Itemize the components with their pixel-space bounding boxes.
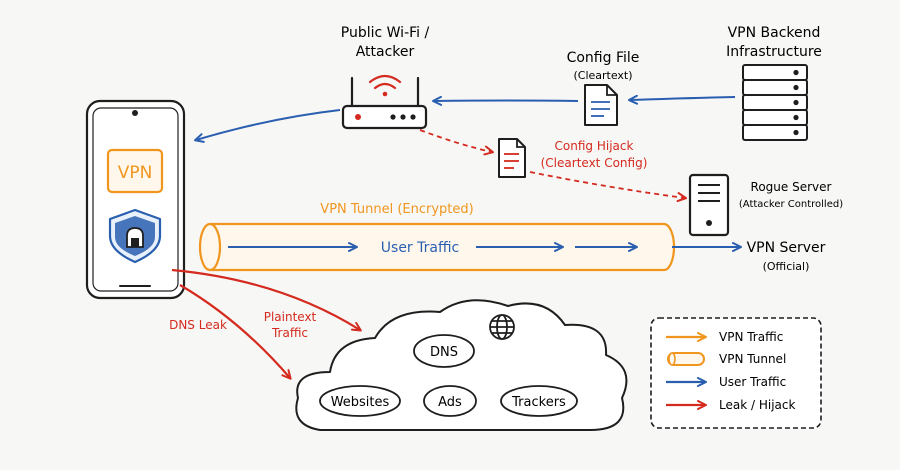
legend-item-leak-hijack: Leak / Hijack: [666, 398, 795, 412]
cloud-trackers-label: Trackers: [511, 395, 566, 410]
legend-item-user-traffic: User Traffic: [666, 375, 786, 389]
backend-label-line1: VPN Backend: [728, 25, 821, 41]
hijack-label-line1: Config Hijack: [555, 139, 634, 153]
globe-icon: [489, 314, 515, 340]
server-tower-icon: [688, 173, 730, 237]
legend-label-1: VPN Tunnel: [719, 352, 786, 366]
legend-label-2: User Traffic: [719, 375, 786, 389]
user-traffic-label: User Traffic: [381, 240, 459, 256]
vpn-badge-label: VPN: [118, 163, 153, 183]
arrow-config-to-router: [432, 95, 579, 106]
arrow-router-to-phone: [194, 109, 341, 143]
config-file-sublabel: (Cleartext): [573, 69, 632, 82]
rogue-server-sublabel: (Attacker Controlled): [739, 199, 843, 210]
vpn-server-label: VPN Server: [747, 240, 826, 256]
rogue-server-label: Rogue Server: [751, 180, 832, 194]
wifi-label-line1: Public Wi-Fi /: [341, 25, 430, 41]
config-document-icon: [584, 84, 618, 126]
cloud-websites-label: Websites: [331, 395, 390, 410]
tunnel-label: VPN Tunnel (Encrypted): [320, 202, 473, 217]
dns-leak-label: DNS Leak: [169, 318, 227, 332]
phone: VPN: [85, 99, 186, 300]
arrow-router-to-hijack: [419, 129, 494, 156]
server-rack-icon: [742, 64, 808, 141]
config-file-label: Config File: [567, 50, 640, 66]
hijack-label-line2: (Cleartext Config): [541, 156, 648, 170]
legend-label-3: Leak / Hijack: [719, 398, 795, 412]
arrow-hijack-to-rogue: [529, 171, 687, 203]
cloud-dns-label: DNS: [430, 345, 458, 360]
legend-item-vpn-traffic: VPN Traffic: [666, 330, 783, 344]
arrow-dns-leak: [179, 284, 292, 380]
phone-camera: [132, 110, 138, 116]
plaintext-label-line2: Traffic: [271, 326, 308, 340]
cloud-node-ads: Ads: [423, 385, 477, 417]
arrow-plaintext-leak: [171, 268, 362, 332]
router-icon: [341, 74, 428, 130]
cloud-node-trackers: Trackers: [500, 385, 578, 417]
plaintext-label-line1: Plaintext: [264, 310, 317, 324]
cloud-node-websites: Websites: [319, 385, 401, 417]
shield-icon: [108, 208, 162, 264]
cloud-node-dns: DNS: [413, 334, 475, 368]
legend: VPN Traffic VPN Tunnel User Traffic Leak…: [650, 317, 822, 429]
legend-label-0: VPN Traffic: [719, 330, 783, 344]
wifi-label-line2: Attacker: [356, 44, 415, 60]
hijack-document-icon: [498, 138, 526, 178]
legend-item-vpn-tunnel: VPN Tunnel: [667, 352, 786, 366]
vpn-server-sublabel: (Official): [763, 260, 810, 273]
wifi-signal-icon: [368, 74, 402, 97]
cloud-ads-label: Ads: [438, 395, 462, 410]
backend-label-line2: Infrastructure: [726, 44, 822, 60]
vpn-app-badge: VPN: [106, 148, 164, 194]
arrow-backend-to-config: [628, 94, 736, 105]
